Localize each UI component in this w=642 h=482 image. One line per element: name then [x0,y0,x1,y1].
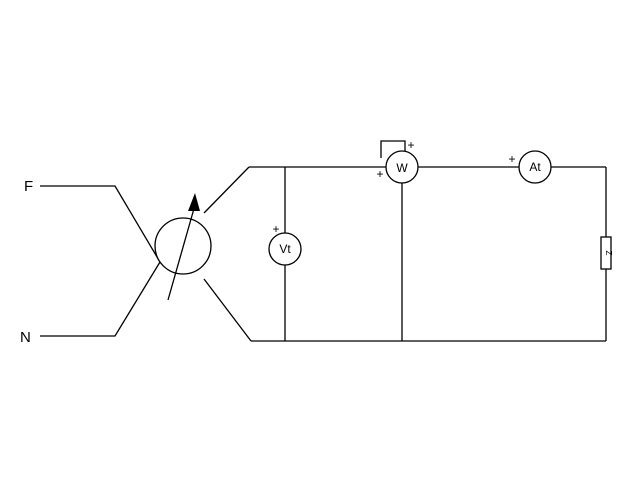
voltmeter-circle [268,232,302,266]
voltmeter-label: Vt [279,242,291,256]
wattmeter-label: W [396,161,408,175]
wattmeter-voltage-coil-loop [380,140,406,158]
ammeter: At + [508,150,552,184]
variac-symbol [154,193,212,301]
variac-arrow-shaft [167,204,196,301]
ammeter-label: At [529,160,541,174]
load-branch: Z [600,167,613,341]
phase-terminal-label: F [24,178,33,195]
neutral-terminal-label: N [20,329,31,346]
wattmeter-plus-sign-top: + [407,138,414,152]
variac-arrow-head-icon [188,193,200,211]
load-impedance [600,236,612,270]
wattmeter: W + + [376,138,419,341]
voltmeter-branch: Vt + [268,167,302,341]
voltmeter-plus-sign: + [272,222,279,236]
input-wiring [40,185,161,337]
wattmeter-plus-sign-left: + [376,167,383,181]
load-label: Z [604,251,613,256]
ammeter-plus-sign: + [508,152,515,166]
variac-output-wiring [203,166,252,342]
ammeter-circle [518,150,552,184]
